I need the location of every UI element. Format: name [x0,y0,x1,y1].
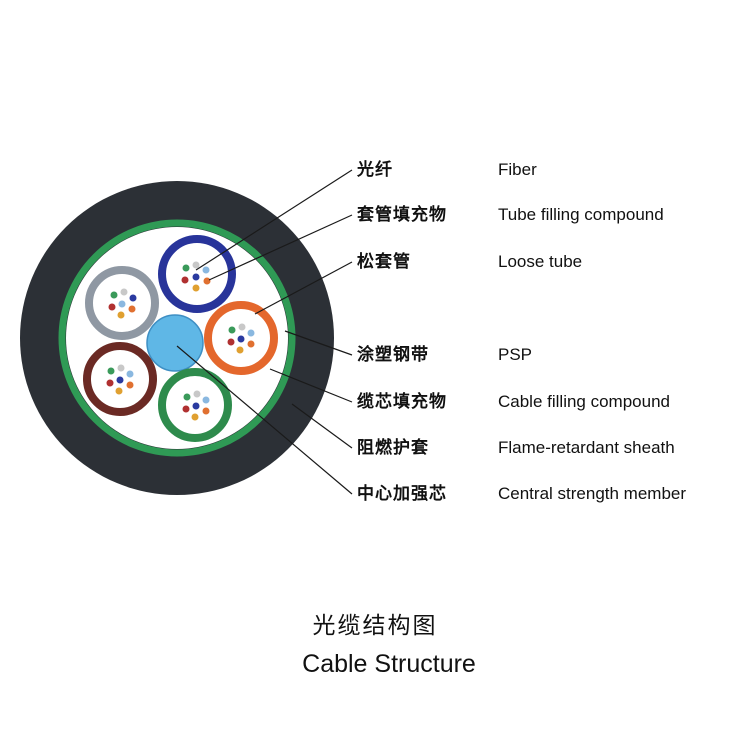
leader-line-fiber [195,169,353,271]
label-tube-filling-en: Tube filling compound [498,205,664,224]
label-loose-tube-zh: 松套管 [357,252,411,272]
label-sheath-en: Flame-retardant sheath [498,438,675,457]
label-cable-filling-zh: 缆芯填充物 [357,392,447,412]
loose-tube-orange [204,301,278,375]
psp-tape-ring [58,219,296,457]
central-strength-member [146,314,204,372]
leader-lines [176,169,353,495]
label-central-member-en: Central strength member [498,484,687,503]
label-tube-filling-zh: 套管填充物 [357,205,447,225]
label-sheath-zh: 阻燃护套 [357,438,429,458]
label-fiber-zh: 光纤 [357,160,393,180]
caption-zh: 光缆结构图 [312,613,438,639]
label-loose-tube-en: Loose tube [498,252,583,271]
loose-tube-green [158,368,232,442]
label-cable-filling-en: Cable filling compound [498,392,670,411]
caption-en: Cable Structure [302,650,476,678]
loose-tube-gray [85,266,159,340]
leader-line-psp [284,330,353,356]
leader-line-cable-filling [269,368,353,403]
leader-line-tube-filling [208,214,353,281]
leader-line-sheath [291,403,353,449]
label-psp-zh: 涂塑钢带 [357,345,429,365]
loose-tube-blue [158,235,236,313]
label-psp-en: PSP [498,345,533,364]
loose-tube-brown [83,342,157,416]
leader-line-central-member [176,345,353,495]
label-fiber-en: Fiber [498,160,537,179]
leader-line-loose-tube [254,261,353,315]
label-central-member-zh: 中心加强芯 [357,484,447,504]
